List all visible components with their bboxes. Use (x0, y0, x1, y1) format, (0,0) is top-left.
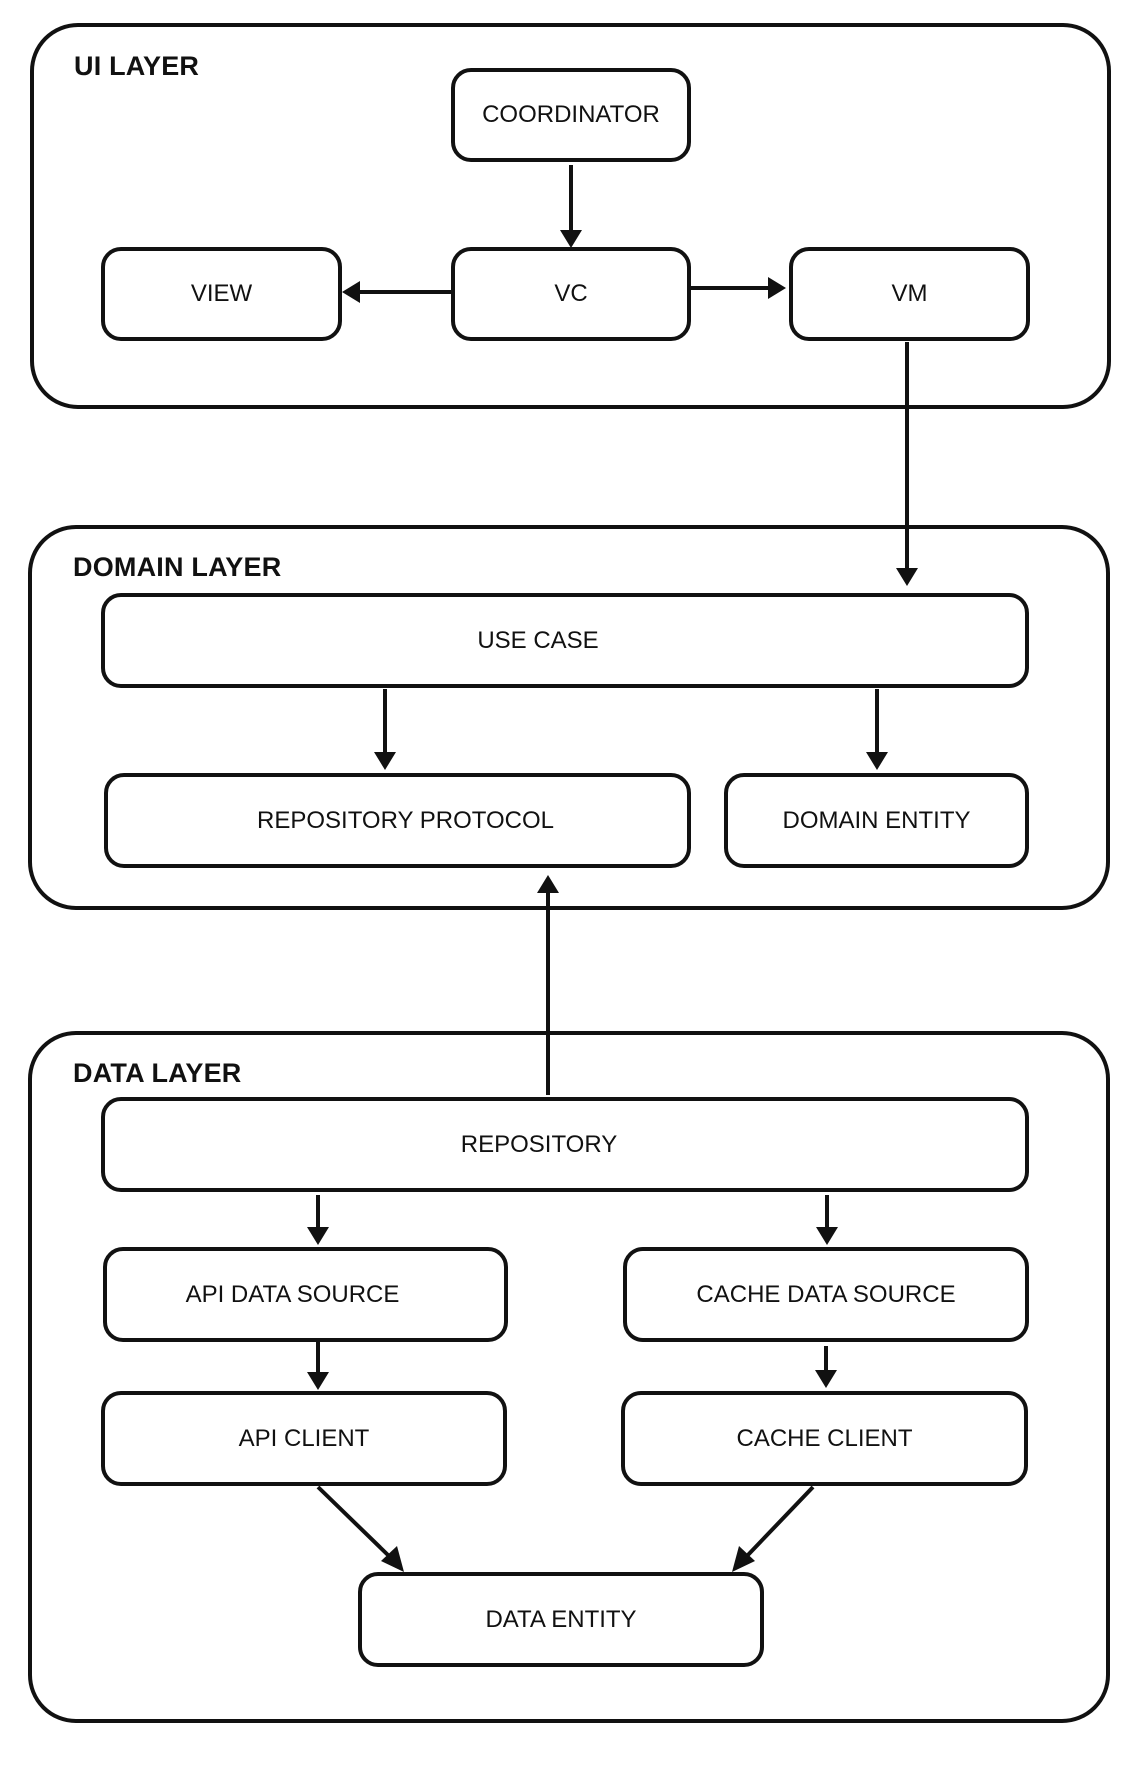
domain-entity-node: DOMAIN ENTITY (724, 773, 1029, 868)
cache-client-node: CACHE CLIENT (621, 1391, 1028, 1486)
use-case-node: USE CASE (101, 593, 1029, 688)
repository-protocol-node: REPOSITORY PROTOCOL (104, 773, 691, 868)
arrowhead-data-entity-from-cache-client (732, 1546, 755, 1572)
domain-entity-label: DOMAIN ENTITY (782, 806, 971, 834)
api-data-source-label: API DATA SOURCE (185, 1280, 400, 1308)
arrowhead-data-entity-from-api-client (381, 1546, 404, 1572)
data-layer-title: DATA LAYER (73, 1058, 242, 1088)
arrow-cache-client-to-data-entity (744, 1485, 815, 1559)
api-client-node: API CLIENT (101, 1391, 507, 1486)
data-layer (28, 1031, 1110, 1723)
repository-node: REPOSITORY (101, 1097, 1029, 1192)
use-case-label: USE CASE (477, 626, 599, 654)
repository-label: REPOSITORY (460, 1130, 618, 1158)
cache-data-source-node: CACHE DATA SOURCE (623, 1247, 1029, 1342)
api-client-label: API CLIENT (238, 1424, 370, 1452)
arrowhead-vc (560, 230, 582, 248)
arrowhead-cache-data-source (816, 1227, 838, 1245)
arrowhead-vm (768, 277, 786, 299)
arrowhead-view (342, 281, 360, 303)
arrowhead-use-case (896, 568, 918, 586)
coordinator-node: COORDINATOR (451, 68, 691, 162)
arrow-api-client-to-data-entity (316, 1485, 392, 1559)
ui-layer (30, 23, 1111, 409)
ui-layer-title: UI LAYER (74, 51, 200, 81)
arrowhead-repository-protocol-from-use-case (374, 752, 396, 770)
api-data-source-node: API DATA SOURCE (103, 1247, 508, 1342)
data-entity-label: DATA ENTITY (485, 1605, 637, 1633)
domain-layer (28, 525, 1110, 910)
view-label: VIEW (190, 280, 253, 307)
coordinator-label: COORDINATOR (482, 101, 660, 128)
arrowhead-cache-client (815, 1370, 837, 1388)
arrowhead-api-data-source (307, 1227, 329, 1245)
vc-label: VC (554, 280, 588, 307)
vm-node: VM (789, 247, 1030, 341)
cache-data-source-label: CACHE DATA SOURCE (696, 1280, 956, 1308)
view-node: VIEW (101, 247, 342, 341)
repository-protocol-label: REPOSITORY PROTOCOL (257, 806, 554, 834)
arrowheads (307, 230, 918, 1572)
arrowhead-api-client (307, 1372, 329, 1390)
arrowhead-domain-entity (866, 752, 888, 770)
domain-layer-title: DOMAIN LAYER (73, 552, 282, 582)
vc-node: VC (451, 247, 691, 341)
arrowhead-repository-protocol-from-repository (537, 875, 559, 893)
data-entity-node: DATA ENTITY (358, 1572, 764, 1667)
vm-label: VM (891, 280, 928, 307)
cache-client-label: CACHE CLIENT (736, 1424, 913, 1452)
